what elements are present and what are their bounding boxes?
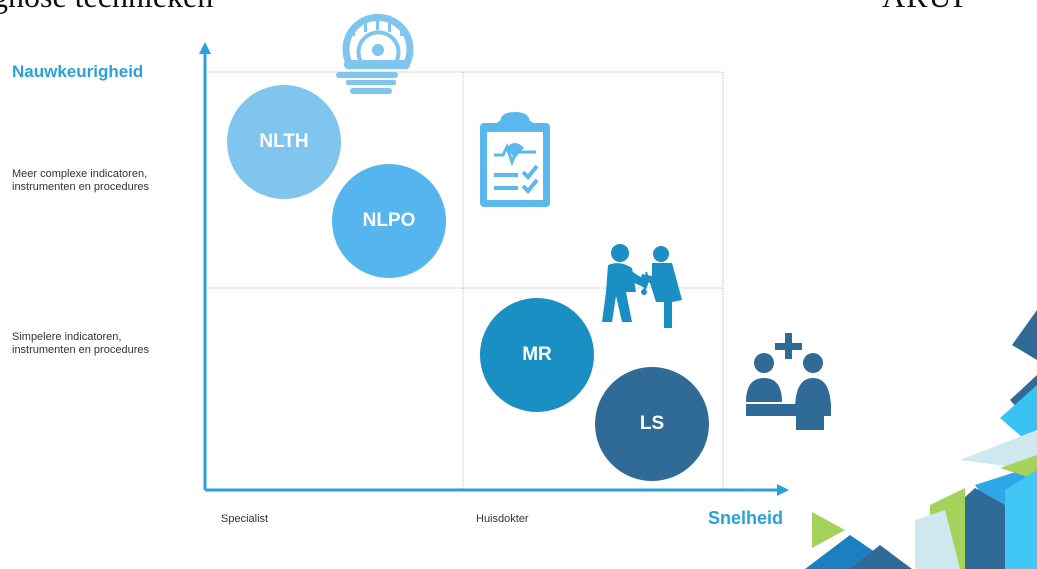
- bubble-ls: LS: [595, 367, 709, 481]
- bubble-label: LS: [639, 413, 665, 434]
- y-description-low: Simpelere indicatoren, instrumenten en p…: [12, 331, 149, 356]
- y-description-high: Meer complexe indicatoren, instrumenten …: [12, 168, 149, 193]
- y-axis-label: Nauwkeurigheid: [12, 62, 144, 81]
- arup-logo: ARUP: [882, 0, 971, 15]
- bubble-mr: MR: [480, 298, 594, 412]
- x-tick-specialist: Specialist: [221, 513, 269, 525]
- x-axis-label: Snelheid: [708, 508, 784, 528]
- bubble-nlpo: NLPO: [332, 164, 446, 278]
- x-tick-huisdokter: Huisdokter: [476, 513, 529, 525]
- bubble-label: MR: [522, 344, 552, 365]
- slide-title: gnose technieken: [0, 0, 213, 15]
- bubble-label: NLTH: [259, 131, 309, 152]
- bubble-label: NLPO: [362, 210, 416, 231]
- x-axis-arrow: [777, 484, 789, 496]
- y-axis-arrow: [199, 42, 211, 54]
- bubble-nlth: NLTH: [227, 85, 341, 199]
